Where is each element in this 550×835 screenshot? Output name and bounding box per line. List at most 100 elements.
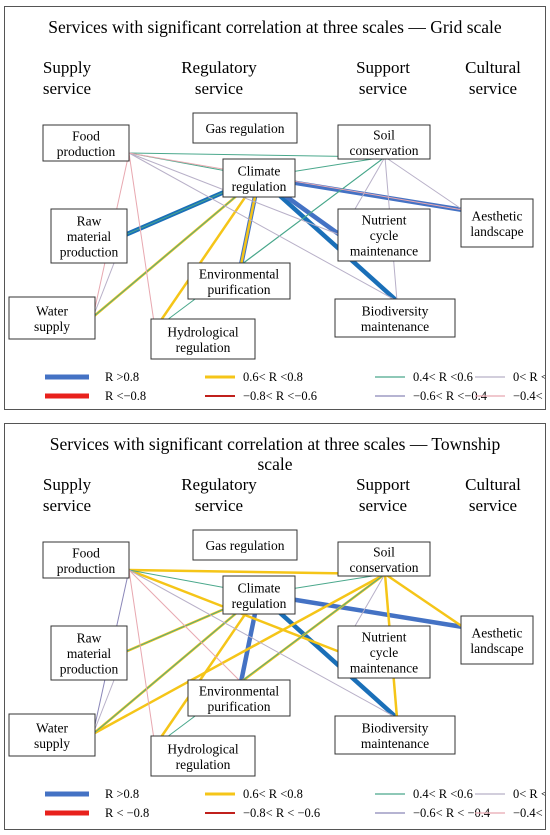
legend: R >0.80.6< R <0.80.4< R <0.60< R <0.4R <…: [45, 787, 545, 820]
node-label: Climate: [238, 163, 281, 178]
node-label: purification: [208, 282, 271, 297]
category-header: Support: [356, 58, 410, 77]
legend-label: 0.4< R <0.6: [413, 370, 473, 384]
node-label: Gas regulation: [205, 538, 284, 553]
node-label: Raw: [77, 214, 102, 229]
node-label: maintenance: [350, 661, 418, 676]
category-header: Supply: [43, 475, 92, 494]
node-label: Nutrient: [362, 213, 407, 228]
correlation-line: [154, 573, 386, 747]
legend-label: 0< R <0.4: [513, 787, 545, 801]
node-label: production: [60, 662, 119, 677]
category-header: service: [195, 79, 243, 98]
correlation-line: [128, 569, 242, 683]
legend-label: −0.6< R <−0.4: [413, 389, 488, 403]
township-scale-network: Services with significant correlation at…: [8, 434, 545, 820]
category-header: Supply: [43, 58, 92, 77]
node-label: Raw: [77, 631, 102, 646]
category-header: service: [195, 496, 243, 515]
node-label: Food: [72, 545, 100, 560]
node-label: Soil: [373, 127, 395, 142]
category-header: Cultural: [465, 58, 521, 77]
node-label: production: [60, 245, 119, 260]
node-label: landscape: [470, 641, 523, 656]
node-label: material: [67, 646, 111, 661]
node-label: cycle: [370, 228, 398, 243]
node-label: maintenance: [361, 736, 429, 751]
legend-label: −0.8< R < −0.6: [243, 806, 320, 820]
legend-label: R >0.8: [105, 787, 139, 801]
node-label: Environmental: [199, 683, 279, 698]
category-header: service: [43, 496, 91, 515]
node-label: regulation: [232, 179, 287, 194]
correlation-line: [384, 156, 464, 211]
correlation-line: [128, 152, 464, 211]
node-label: Gas regulation: [205, 121, 284, 136]
node-label: Climate: [238, 580, 281, 595]
category-header: service: [469, 79, 517, 98]
category-header: Regulatory: [181, 58, 257, 77]
correlation-line: [128, 569, 156, 747]
legend-label: 0< R <0.4: [513, 370, 545, 384]
node-label: landscape: [470, 224, 523, 239]
category-header: Cultural: [465, 475, 521, 494]
legend: R >0.80.6< R <0.80.4< R <0.60< R <0.4R <…: [45, 370, 545, 403]
node-label: Nutrient: [362, 630, 407, 645]
node-label: Hydrological: [167, 741, 238, 756]
node-label: Hydrological: [167, 324, 238, 339]
category-header: service: [359, 496, 407, 515]
node-label: maintenance: [361, 319, 429, 334]
node-label: Aesthetic: [472, 208, 523, 223]
node-label: maintenance: [350, 244, 418, 259]
node-label: production: [57, 561, 116, 576]
correlation-line: [128, 152, 398, 302]
legend-label: −0.4< R <0: [513, 389, 545, 403]
correlation-line: [384, 572, 464, 629]
correlation-line: [128, 152, 156, 330]
panel-title: Services with significant correlation at…: [50, 434, 501, 454]
node-label: Aesthetic: [472, 625, 523, 640]
node-label: supply: [34, 319, 70, 334]
legend-label: R <−0.8: [105, 389, 146, 403]
node-label: Water: [36, 303, 68, 318]
node-label: Food: [72, 128, 100, 143]
category-header: Support: [356, 475, 410, 494]
node-label: supply: [34, 736, 70, 751]
edge-layer: [92, 568, 464, 747]
correlation-line: [153, 593, 261, 747]
node-label: Water: [36, 720, 68, 735]
legend-label: 0.6< R <0.8: [243, 370, 303, 384]
node-label: Soil: [373, 544, 395, 559]
node-label: Biodiversity: [362, 303, 429, 318]
category-header: service: [43, 79, 91, 98]
correlation-line: [257, 592, 399, 720]
correlation-line: [257, 175, 399, 303]
panel-title: Services with significant correlation at…: [48, 17, 502, 37]
category-header: service: [469, 496, 517, 515]
correlation-line: [154, 156, 386, 330]
node-label: regulation: [232, 596, 287, 611]
grid-scale-network: Services with significant correlation at…: [8, 17, 545, 403]
legend-label: −0.4< R <0: [513, 806, 545, 820]
correlation-line: [128, 569, 398, 719]
legend-label: −0.8< R <−0.6: [243, 389, 317, 403]
node-label: cycle: [370, 645, 398, 660]
township-scale-panel: Services with significant correlation at…: [4, 423, 546, 830]
node-label: Biodiversity: [362, 720, 429, 735]
node-label: conservation: [350, 143, 419, 158]
node-label: material: [67, 229, 111, 244]
legend-label: R < −0.8: [105, 806, 149, 820]
